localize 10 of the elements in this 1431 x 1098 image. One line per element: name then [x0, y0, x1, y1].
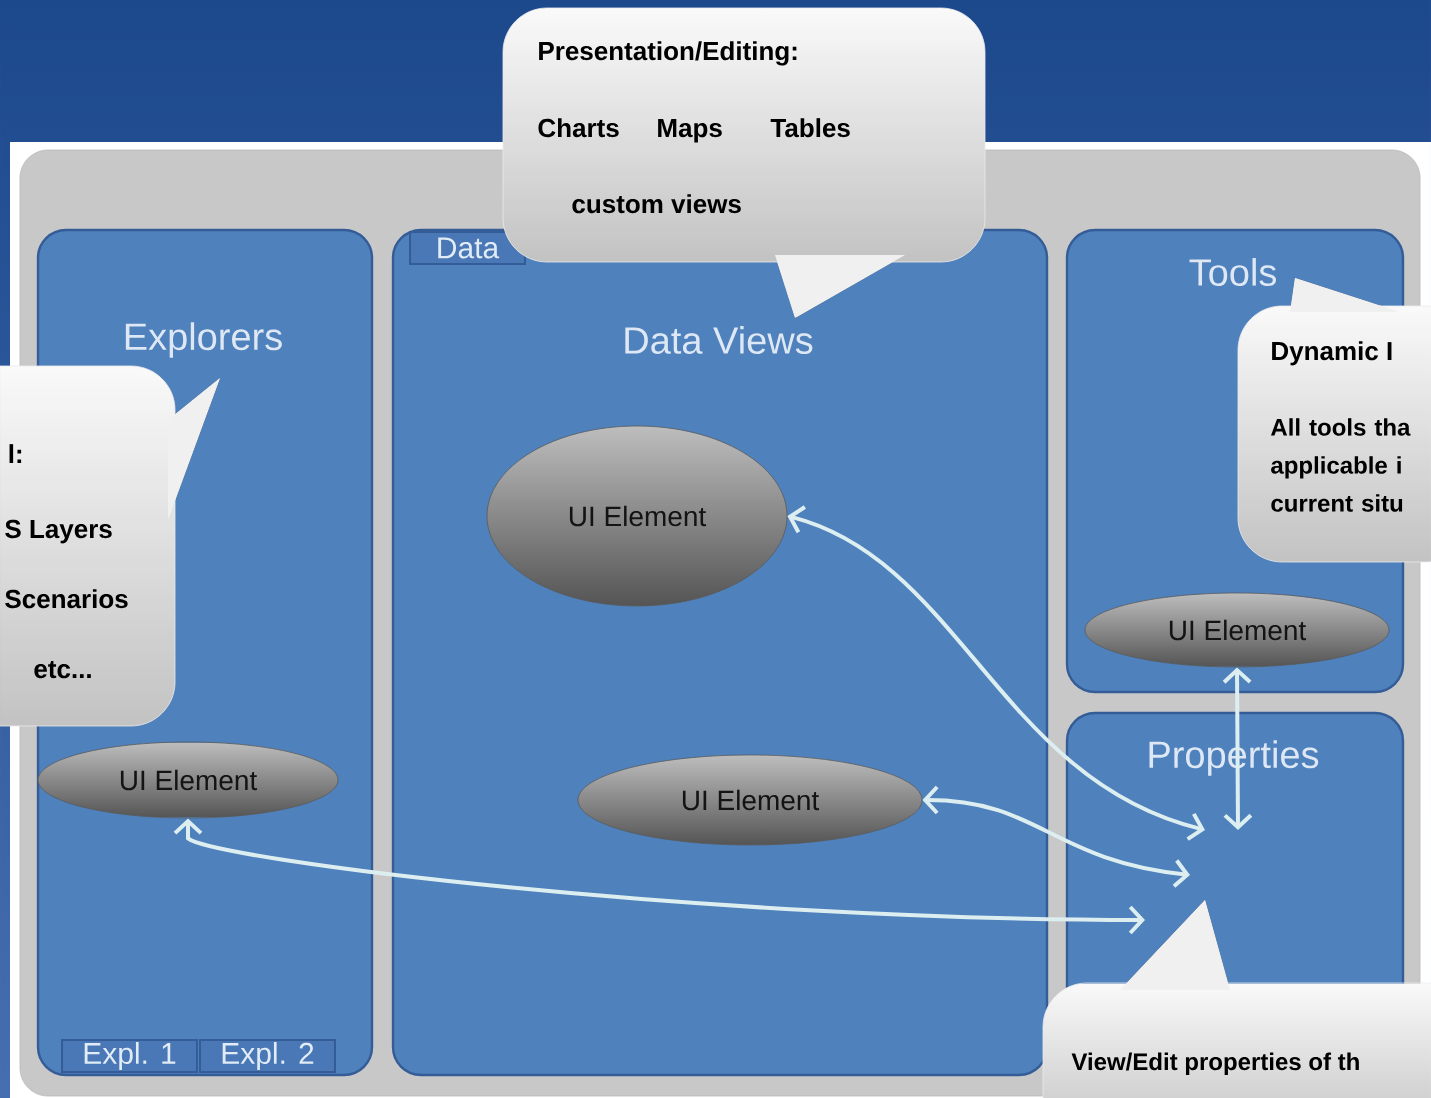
arrow [787, 505, 1205, 841]
tab: Expl. 2 [199, 1039, 336, 1073]
speech-bubble: View/Edit properties of th [1042, 900, 1431, 1098]
arrow [1222, 667, 1253, 830]
speech-bubble: Presentation/Editing: Charts Maps Tables custom views [502, 7, 986, 318]
tab: Expl. 1 [61, 1039, 198, 1073]
speech-bubble: l: S Layers Scenarios etc... [0, 365, 220, 727]
arrow [922, 785, 1190, 888]
tab: Data [409, 231, 526, 265]
arrow [173, 818, 1145, 935]
